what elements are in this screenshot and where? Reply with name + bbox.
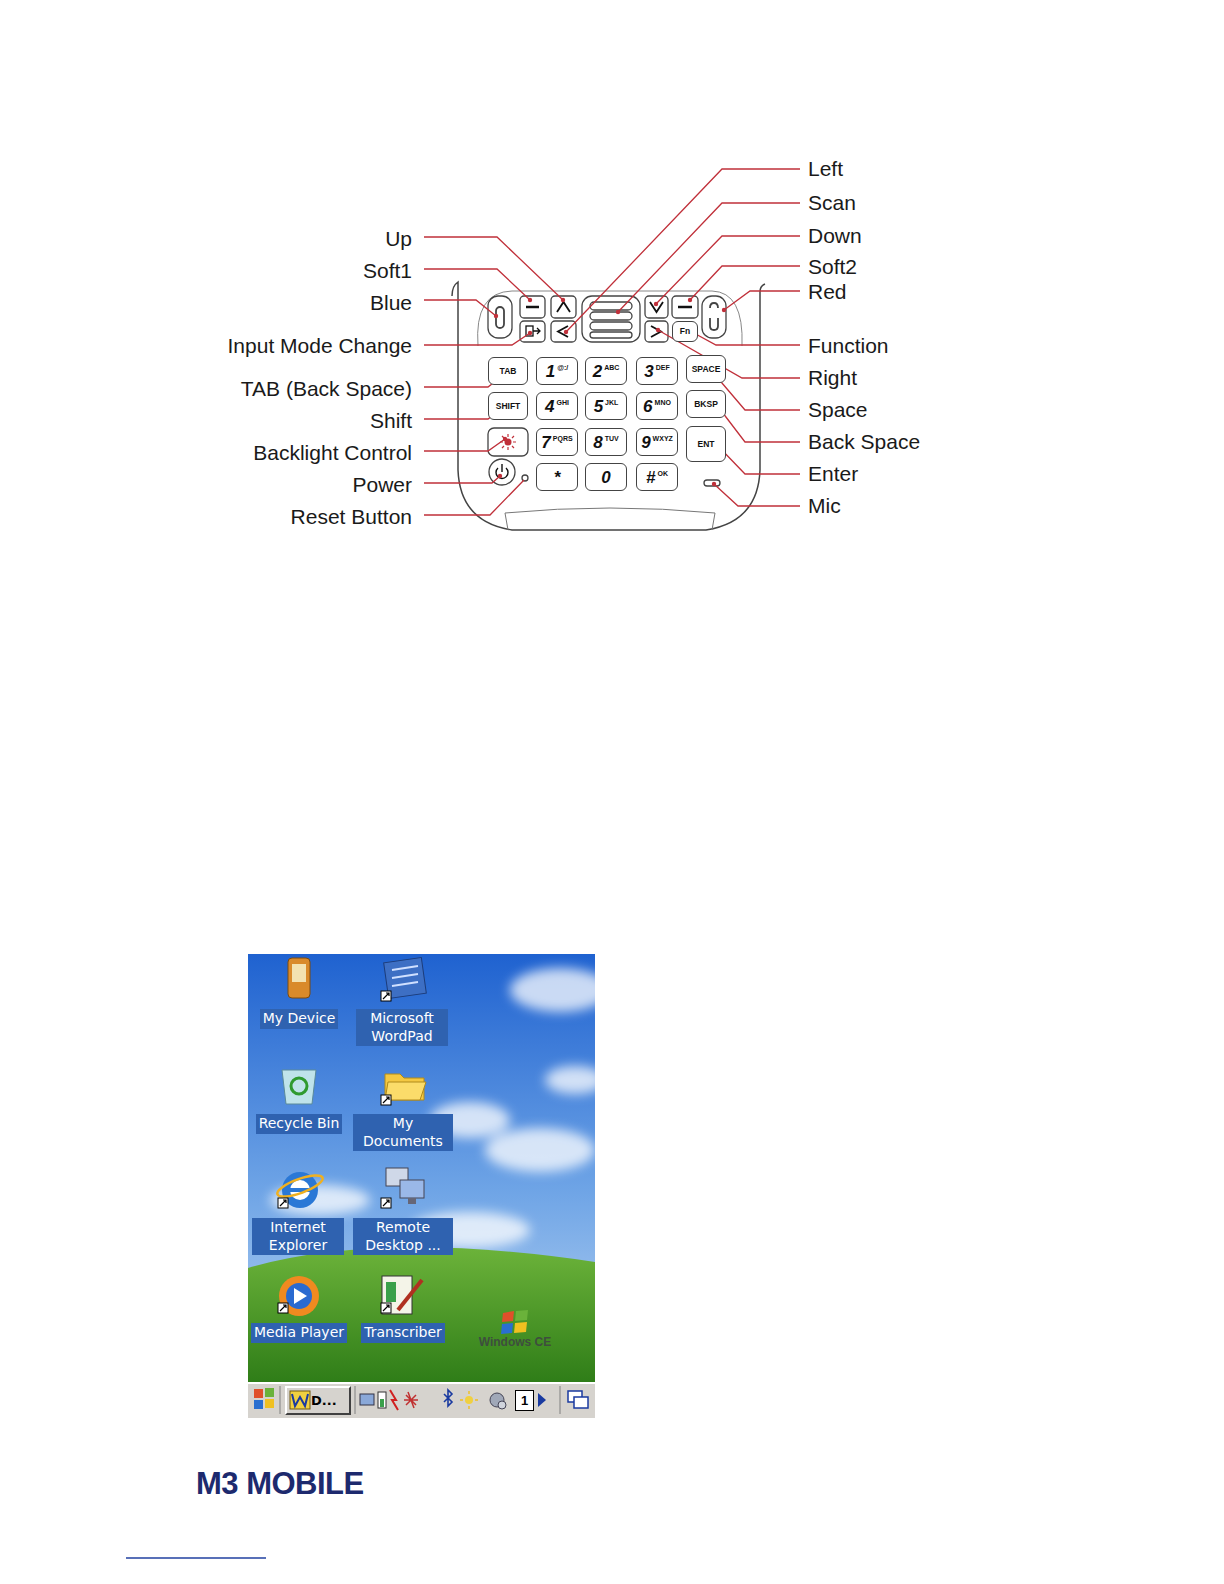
callout-label: Mic [808,494,841,518]
icon-label: Recycle Bin [256,1114,343,1134]
taskbar [248,1382,595,1418]
key-label: Internet Explorer [269,1219,327,1253]
keypad-key: 2ABC [585,357,627,385]
key-sublabel: OK [657,470,668,477]
callout-label: Reset Button [291,505,412,529]
key-label: D... [311,1393,337,1408]
key-label: 6 [643,398,652,415]
key-label: Media Player [254,1324,344,1340]
keypad-key: 6MNO [636,392,678,420]
key-label: Fn [680,327,690,336]
key-label: 7 [541,434,550,451]
key-sublabel: MNO [655,399,671,406]
key-sublabel: ABC [604,364,619,371]
key-label: Microsoft WordPad [370,1010,434,1044]
icon-label: Remote Desktop ... [353,1218,453,1255]
key-label: 0 [601,469,610,486]
icon-label: Internet Explorer [252,1218,344,1255]
top-row-keys [488,296,726,486]
callout-label: Shift [370,409,412,433]
keypad-key: #OK [636,463,678,491]
keypad-key: 9WXYZ [636,428,678,456]
windows-logo [501,1310,528,1334]
callout-label: Up [385,227,412,251]
key-label: 1 [546,363,555,380]
key-label: 2 [593,363,602,380]
screenshot [248,954,610,1418]
callout-label: Power [352,473,412,497]
callout-label: Enter [808,462,858,486]
brand-logo: M3 MOBILE [196,1466,364,1502]
keypad-key: ENT [686,426,726,462]
keypad-key: SPACE [686,355,726,383]
keypad-key: * [536,463,578,491]
key-label: SPACE [692,365,721,374]
leader-dots [494,298,726,486]
callout-label: Soft1 [363,259,412,283]
callout-label: Backlight Control [253,441,412,465]
keypad-key: BKSP [686,390,726,418]
keypad-key: 1@:/ [536,357,578,385]
keypad-key: 5JKL [585,392,627,420]
key-label: 8 [593,434,602,451]
key-label: Remote Desktop ... [365,1219,441,1253]
keypad-key: TAB [488,357,528,385]
key-sublabel: WXYZ [653,435,673,442]
watermark: Windows CE [479,1335,552,1349]
callout-label: Back Space [808,430,920,454]
key-sublabel: PQRS [553,435,573,442]
key-sublabel: JKL [605,399,618,406]
callout-label: Blue [370,291,412,315]
key-sublabel: GHI [557,399,569,406]
icon-label: Media Player [251,1323,347,1343]
key-label: 5 [594,398,603,415]
callout-label: Space [808,398,868,422]
key-label: 3 [644,363,653,380]
key-label: BKSP [694,400,718,409]
keypad-key: 4GHI [536,392,578,420]
key-label: 9 [641,434,650,451]
key-sublabel: @:/ [557,364,568,371]
callout-label: Right [808,366,857,390]
keypad-key: 0 [585,463,627,491]
keypad-key: 7PQRS [536,428,578,456]
keypad-key: 8TUV [585,428,627,456]
key-label: SHIFT [496,402,521,411]
key-label: TAB [500,367,517,376]
callout-label: Scan [808,191,856,215]
callout-label: Function [808,334,889,358]
key-label: # [646,469,655,486]
key-label: Recycle Bin [259,1115,340,1131]
icon-label: My Device [260,1009,339,1029]
key-label: My Device [263,1010,336,1026]
callout-label: Red [808,280,847,304]
taskbar-button: D... [285,1386,351,1415]
keypad-key: SHIFT [488,392,528,420]
callout-label: Soft2 [808,255,857,279]
callout-label: Down [808,224,862,248]
callout-label: Left [808,157,843,181]
input-indicator: 1 [515,1390,534,1411]
keypad-key: Fn [672,321,698,342]
key-label: Transcriber [364,1324,442,1340]
key-label: 4 [545,398,554,415]
callout-label: TAB (Back Space) [241,377,412,401]
footer-rule [126,1557,266,1559]
key-sublabel: TUV [605,435,619,442]
keypad-housing [452,282,765,530]
key-label: ENT [698,440,715,449]
icon-label: Transcriber [361,1323,445,1343]
keypad-key: 3DEF [636,357,678,385]
leader-lines [424,169,800,515]
callout-label: Input Mode Change [228,334,412,358]
key-sublabel: DEF [656,364,670,371]
key-label: * [554,469,561,486]
key-label: My Documents [363,1115,443,1149]
icon-label: My Documents [353,1114,453,1151]
key-label: 1 [521,1393,528,1408]
icon-label: Microsoft WordPad [356,1009,448,1046]
